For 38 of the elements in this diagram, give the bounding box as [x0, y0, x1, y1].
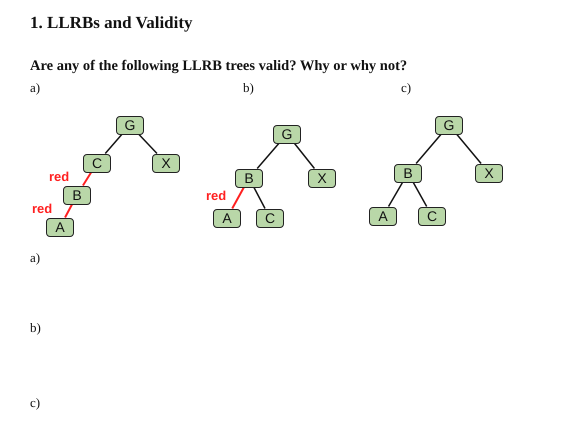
tree-node: X [152, 154, 180, 172]
tree-node: G [435, 116, 463, 134]
edge-label: red [31, 202, 54, 215]
tree-node: A [213, 208, 241, 228]
connector [253, 187, 266, 209]
item-label: a) [30, 80, 40, 96]
tree-node: C [418, 206, 446, 226]
connector [388, 182, 404, 207]
connector [256, 143, 280, 169]
tree-node: A [369, 206, 397, 226]
tree-node: C [256, 208, 284, 228]
tree-node: B [235, 168, 263, 188]
item-label: c) [401, 80, 412, 96]
highlighted-connector [231, 187, 245, 209]
connector [416, 134, 442, 164]
item-label: a) [30, 250, 40, 266]
tree-node: B [63, 186, 91, 204]
connector [456, 134, 482, 164]
tree-node: C [83, 154, 111, 172]
connector [294, 143, 316, 169]
tree-node: A [46, 218, 74, 236]
heading: 1. LLRBs and Validity [30, 13, 193, 33]
edge-label: red [48, 170, 70, 183]
tree-node: B [394, 164, 422, 182]
connector [104, 134, 122, 154]
connector [412, 182, 428, 207]
connector [138, 134, 158, 154]
tree-node: X [308, 168, 336, 188]
edge-label: red [205, 189, 228, 202]
tree-node: G [116, 116, 144, 134]
item-label: c) [30, 395, 40, 411]
item-label: b) [30, 320, 41, 336]
tree-node: X [475, 164, 503, 182]
highlighted-connector [64, 204, 73, 218]
question-text: Are any of the following LLRB trees valid? Why or why not? [30, 58, 408, 75]
highlighted-connector [82, 172, 92, 186]
item-label: b) [243, 80, 254, 96]
tree-node: G [273, 124, 301, 144]
